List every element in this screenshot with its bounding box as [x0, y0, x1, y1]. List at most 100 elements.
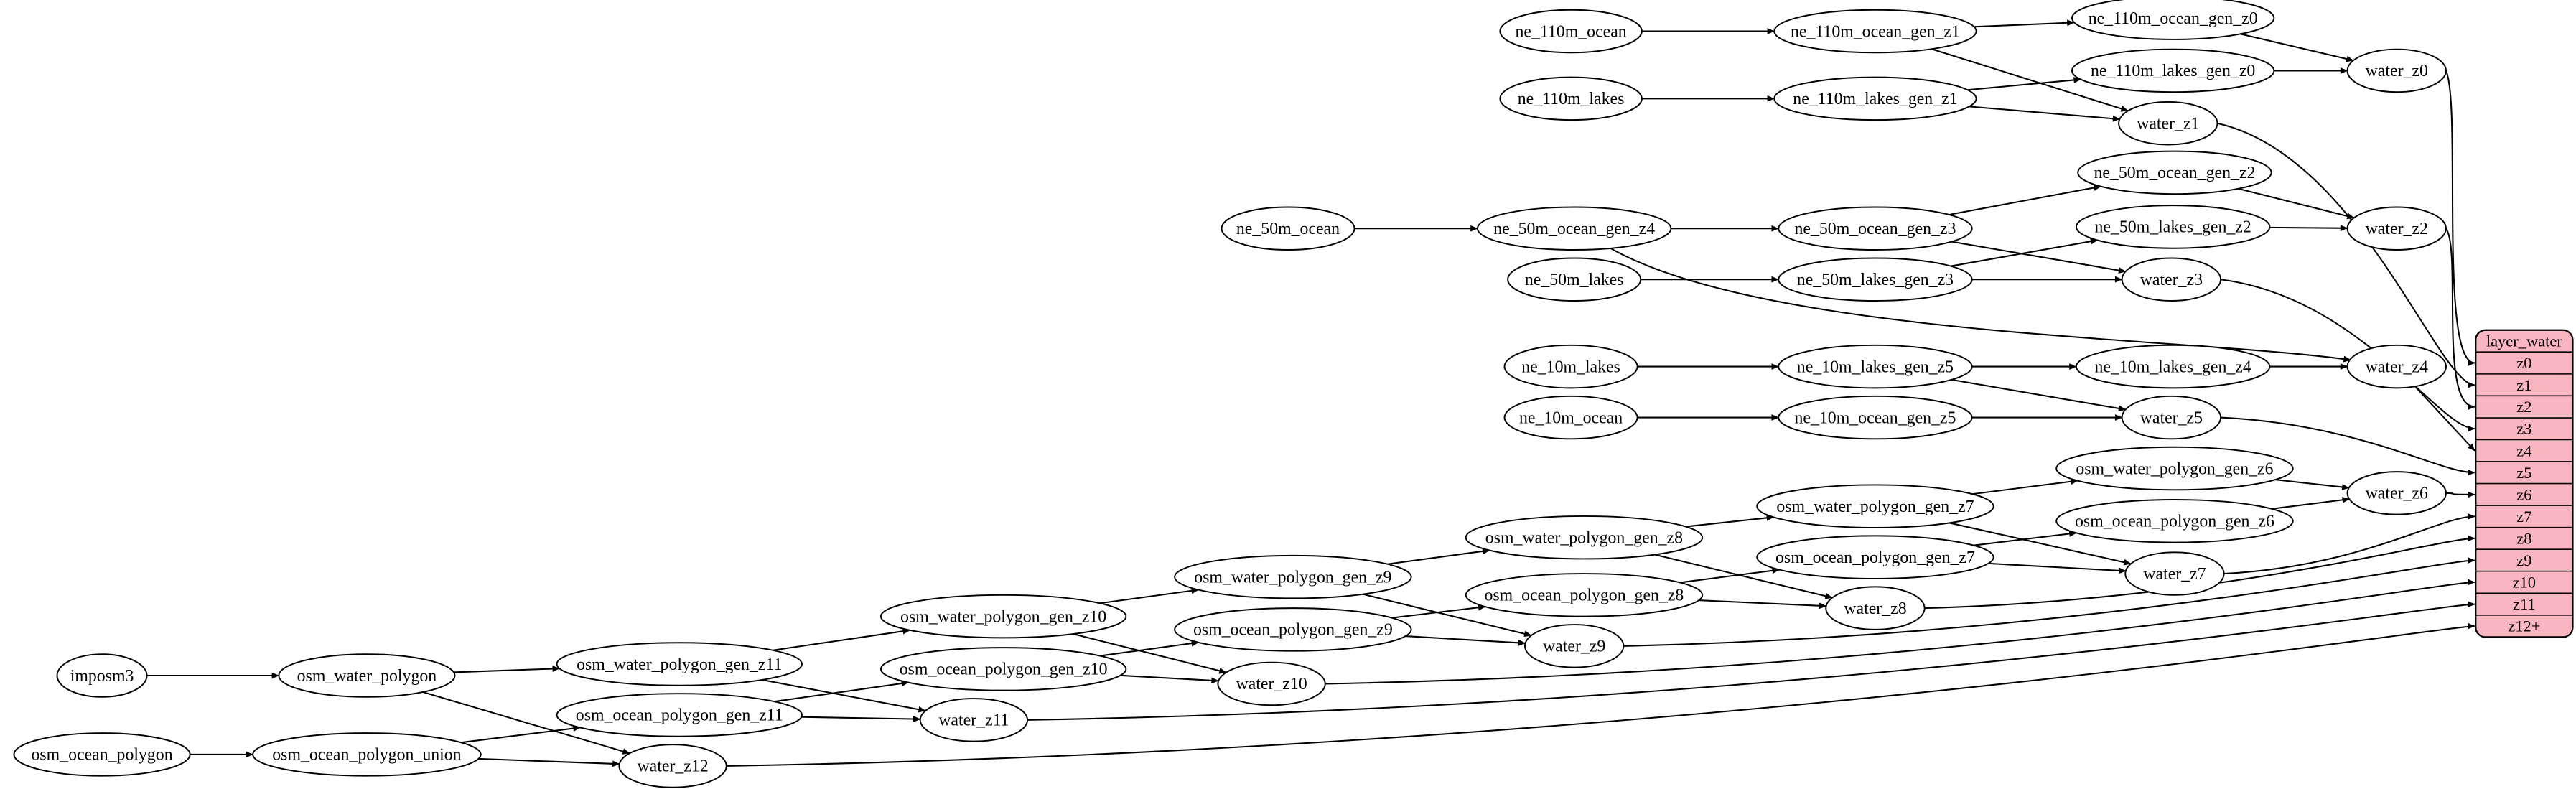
edge-osm_water_polygon_gen_z7-to-water_z7 — [1949, 522, 2132, 566]
node-ne_50m_ocean_gen_z3: ne_50m_ocean_gen_z3 — [1778, 206, 1973, 251]
edge-ne_50m_ocean_gen_z4-to-water_z4 — [1610, 247, 2351, 363]
edge-ne_50m_ocean_gen_z3-to-ne_50m_ocean_gen_z2 — [1949, 185, 2101, 216]
node-label-osm_ocean_polygon_gen_z9: osm_ocean_polygon_gen_z9 — [1193, 621, 1393, 640]
node-label-ne_50m_ocean_gen_z4: ne_50m_ocean_gen_z4 — [1493, 220, 1655, 238]
table-header-label: layer_water — [2486, 332, 2562, 350]
node-water_z7: water_z7 — [2124, 551, 2225, 596]
node-label-ne_110m_lakes_gen_z1: ne_110m_lakes_gen_z1 — [1793, 90, 1957, 108]
node-water_z3: water_z3 — [2121, 257, 2222, 302]
node-label-osm_water_polygon_gen_z7: osm_water_polygon_gen_z7 — [1776, 498, 1974, 516]
edge-osm_ocean_polygon_gen_z10-to-osm_ocean_polygon_gen_z9 — [1099, 640, 1199, 657]
node-ne_50m_lakes_gen_z2: ne_50m_lakes_gen_z2 — [2075, 205, 2271, 249]
table-row-label-z2: z2 — [2516, 398, 2531, 416]
edge-water_z11-to-layer_water-z11 — [1027, 601, 2475, 721]
edge-ne_110m_ocean_gen_z1-to-water_z1 — [1931, 48, 2129, 112]
node-ne_50m_lakes_gen_z3: ne_50m_lakes_gen_z3 — [1778, 257, 1973, 302]
node-label-water_z7: water_z7 — [2143, 565, 2206, 584]
node-label-ne_10m_ocean_gen_z5: ne_10m_ocean_gen_z5 — [1795, 408, 1956, 427]
node-label-water_z2: water_z2 — [2366, 220, 2428, 238]
table-row-label-z6: z6 — [2516, 485, 2531, 503]
node-label-osm_water_polygon_gen_z11: osm_water_polygon_gen_z11 — [577, 655, 782, 674]
node-label-ne_10m_lakes_gen_z4: ne_10m_lakes_gen_z4 — [2095, 358, 2251, 376]
table-row-label-z1: z1 — [2516, 376, 2531, 394]
node-osm_water_polygon: osm_water_polygon — [278, 653, 456, 698]
node-osm_ocean_polygon_gen_z6: osm_ocean_polygon_gen_z6 — [2055, 499, 2294, 543]
node-label-water_z9: water_z9 — [1543, 638, 1605, 656]
node-ne_10m_lakes: ne_10m_lakes — [1503, 344, 1638, 389]
table-row-label-z9: z9 — [2516, 551, 2531, 569]
node-osm_ocean_polygon_gen_z9: osm_ocean_polygon_gen_z9 — [1174, 607, 1412, 652]
edge-osm_ocean_polygon_gen_z7-to-water_z7 — [1988, 562, 2127, 574]
edge-osm_ocean_polygon_gen_z6-to-water_z6 — [2272, 496, 2350, 510]
node-osm_water_polygon_gen_z6: osm_water_polygon_gen_z6 — [2055, 446, 2294, 491]
water_z6-ellipse — [2346, 471, 2447, 515]
osm_ocean_polygon_union-ellipse — [252, 732, 482, 777]
water_z4-ellipse — [2346, 344, 2447, 389]
node-label-osm_ocean_polygon: osm_ocean_polygon — [31, 746, 172, 765]
ne_10m_lakes_gen_z5-ellipse — [1778, 344, 1973, 389]
node-osm_ocean_polygon_union: osm_ocean_polygon_union — [252, 732, 482, 777]
node-water_z8: water_z8 — [1825, 586, 1926, 630]
node-label-osm_water_polygon_gen_z6: osm_water_polygon_gen_z6 — [2076, 459, 2273, 478]
edge-osm_water_polygon_gen_z7-to-osm_water_polygon_gen_z6 — [1971, 478, 2078, 495]
table-row-label-z3: z3 — [2516, 420, 2531, 438]
ne_50m_ocean_gen_z3-ellipse — [1778, 206, 1973, 251]
edge-osm_water_polygon_gen_z9-to-water_z9 — [1363, 593, 1532, 638]
water_z7-ellipse — [2124, 551, 2225, 596]
edge-osm_ocean_polygon_gen_z9-to-osm_ocean_polygon_gen_z8 — [1391, 604, 1486, 619]
node-label-ne_50m_ocean_gen_z2: ne_50m_ocean_gen_z2 — [2094, 164, 2256, 182]
node-label-water_z6: water_z6 — [2366, 485, 2428, 503]
osm_ocean_polygon_gen_z11-ellipse — [556, 693, 803, 737]
ne_50m_lakes_gen_z2-ellipse — [2075, 205, 2271, 249]
node-label-water_z0: water_z0 — [2366, 62, 2428, 80]
node-water_z9: water_z9 — [1523, 624, 1625, 668]
edge-osm_water_polygon_gen_z9-to-osm_water_polygon_gen_z8 — [1387, 548, 1490, 565]
table-row-label-z12+: z12+ — [2508, 617, 2540, 635]
node-label-water_z4: water_z4 — [2366, 358, 2428, 376]
node-label-osm_water_polygon_gen_z10: osm_water_polygon_gen_z10 — [900, 607, 1106, 626]
node-label-water_z11: water_z11 — [938, 711, 1009, 730]
ne_110m_lakes_gen_z0-ellipse — [2071, 48, 2275, 93]
ne_110m_lakes_gen_z1-ellipse — [1773, 76, 1977, 121]
edge-water_z10-to-layer_water-z10 — [1325, 579, 2475, 685]
node-ne_50m_ocean_gen_z4: ne_50m_ocean_gen_z4 — [1476, 206, 1672, 251]
edges-layer — [146, 19, 2475, 767]
ne_110m_ocean_gen_z1-ellipse — [1773, 9, 1977, 54]
node-osm_ocean_polygon_gen_z7: osm_ocean_polygon_gen_z7 — [1756, 535, 1994, 579]
edge-osm_water_polygon_gen_z11-to-osm_water_polygon_gen_z10 — [773, 627, 910, 651]
node-label-ne_50m_ocean: ne_50m_ocean — [1236, 220, 1340, 238]
edge-osm_ocean_polygon_gen_z8-to-water_z8 — [1699, 599, 1827, 610]
osm_ocean_polygon_gen_z8-ellipse — [1465, 573, 1704, 617]
node-ne_110m_lakes_gen_z1: ne_110m_lakes_gen_z1 — [1773, 76, 1977, 121]
node-osm_ocean_polygon_gen_z8: osm_ocean_polygon_gen_z8 — [1465, 573, 1704, 617]
node-ne_110m_ocean_gen_z1: ne_110m_ocean_gen_z1 — [1773, 9, 1977, 54]
node-label-ne_110m_lakes_gen_z0: ne_110m_lakes_gen_z0 — [2091, 62, 2255, 80]
edge-ne_50m_ocean_gen_z2-to-water_z2 — [2238, 187, 2355, 220]
osm_ocean_polygon_gen_z9-ellipse — [1174, 607, 1412, 652]
node-osm_ocean_polygon_gen_z10: osm_ocean_polygon_gen_z10 — [879, 647, 1127, 691]
edge-ne_50m_lakes_gen_z3-to-ne_50m_lakes_gen_z2 — [1950, 238, 2099, 267]
table-row-label-z0: z0 — [2516, 354, 2531, 372]
node-ne_10m_lakes_gen_z4: ne_10m_lakes_gen_z4 — [2075, 344, 2271, 389]
edge-ne_50m_ocean_gen_z3-to-water_z3 — [1951, 241, 2127, 274]
edge-osm_ocean_polygon_gen_z7-to-osm_ocean_polygon_gen_z6 — [1973, 531, 2077, 546]
edge-osm_water_polygon_gen_z10-to-water_z10 — [1073, 633, 1227, 674]
edge-osm_ocean_polygon_union-to-osm_ocean_polygon_gen_z11 — [461, 725, 581, 744]
edge-osm_water_polygon_gen_z8-to-osm_water_polygon_gen_z7 — [1685, 514, 1774, 528]
water_z1-ellipse — [2118, 101, 2218, 146]
edge-osm_water_polygon_gen_z6-to-water_z6 — [2275, 479, 2350, 490]
ne_110m_lakes-ellipse — [1499, 76, 1643, 121]
edge-ne_110m_ocean_gen_z1-to-ne_110m_ocean_gen_z0 — [1974, 19, 2075, 28]
node-water_z6: water_z6 — [2346, 471, 2447, 515]
ne_10m_lakes_gen_z4-ellipse — [2075, 344, 2271, 389]
node-ne_110m_lakes_gen_z0: ne_110m_lakes_gen_z0 — [2071, 48, 2275, 93]
node-label-osm_water_polygon_gen_z8: osm_water_polygon_gen_z8 — [1485, 528, 1683, 547]
node-osm_water_polygon_gen_z7: osm_water_polygon_gen_z7 — [1756, 484, 1994, 528]
edge-osm_water_polygon-to-osm_water_polygon_gen_z11 — [454, 666, 560, 673]
node-label-osm_ocean_polygon_gen_z10: osm_ocean_polygon_gen_z10 — [900, 660, 1108, 679]
node-osm_ocean_polygon: osm_ocean_polygon — [13, 732, 191, 777]
node-label-ne_110m_ocean_gen_z0: ne_110m_ocean_gen_z0 — [2089, 9, 2258, 28]
edge-water_z2-to-layer_water-z2 — [2445, 228, 2475, 411]
